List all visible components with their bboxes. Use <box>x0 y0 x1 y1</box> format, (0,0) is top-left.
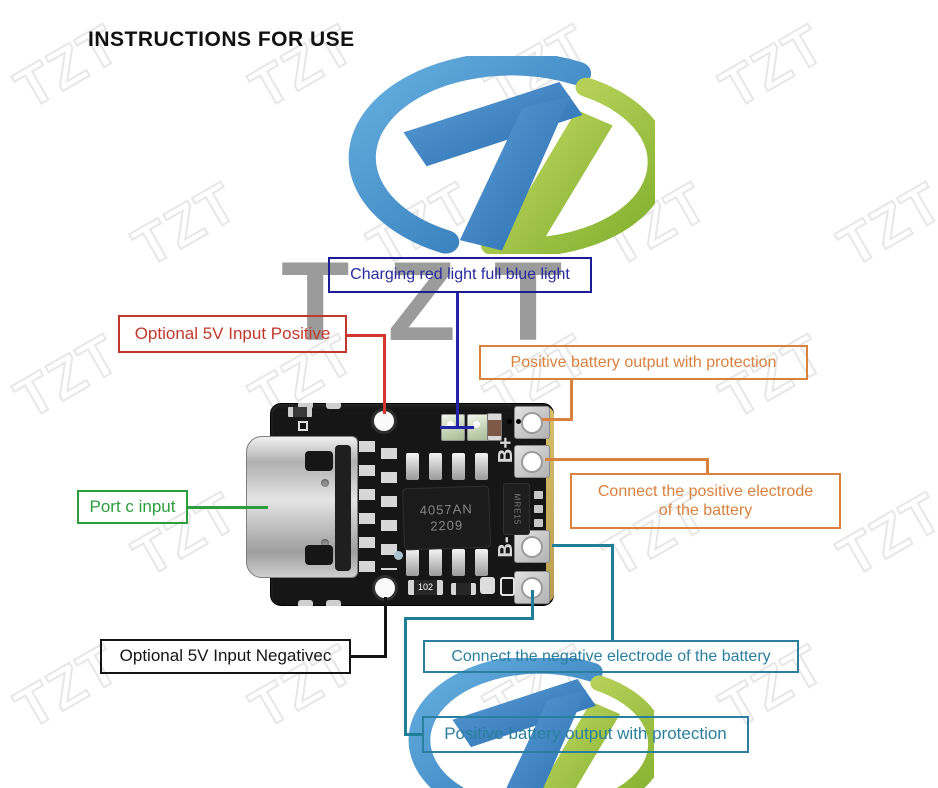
connect-positive-leader-line <box>545 458 709 461</box>
castellation-pad <box>298 600 313 606</box>
pad-b-minus <box>514 530 550 563</box>
output-protection-bottom-leader-line <box>404 617 534 620</box>
smd-component <box>451 583 476 595</box>
callout-5v-input-positive: Optional 5V Input Positive <box>118 315 347 353</box>
pad-hole <box>523 413 541 432</box>
tzt-watermark-large: TZT <box>281 239 601 364</box>
callout-battery-output-protection-top-text: Positive battery output with protection <box>510 353 777 371</box>
callout-charging-text: Charging red light full blue light <box>350 266 570 284</box>
usb-c-pins <box>359 441 375 583</box>
callout-port-c-input: Port c input <box>77 490 188 524</box>
pcb-gold-edge <box>546 407 554 602</box>
pcb-module: B+ B- 4057AN 2209 MRE15 102 <box>246 403 558 609</box>
castellation-pad <box>326 600 341 606</box>
resistor <box>487 413 502 441</box>
output-protection-top-leader-line <box>570 380 573 421</box>
mounting-hole-5v-negative <box>375 578 395 598</box>
ic-pin <box>452 453 465 480</box>
protection-ic: MRE15 <box>503 483 530 535</box>
charging-leader-line <box>456 293 459 427</box>
protection-ic-marking: MRE15 <box>512 493 521 525</box>
callout-5v-input-negative: Optional 5V Input Negativec <box>100 639 351 674</box>
callout-connect-negative-electrode: Connect the negative electrode of the ba… <box>423 640 799 673</box>
charger-ic: 4057AN 2209 <box>401 485 492 551</box>
usb-c-port <box>246 436 358 578</box>
via-dot <box>516 419 521 424</box>
smd-pad <box>534 519 543 527</box>
callout-connect-positive-line1: Connect the positive electrode <box>597 482 814 500</box>
callout-connect-positive-line2: of the battery <box>658 502 753 519</box>
castellation-pad <box>298 403 313 409</box>
pad-hole <box>523 578 541 597</box>
usb-c-latch <box>305 451 333 471</box>
usb-c-latch <box>305 545 333 565</box>
connect-negative-leader-line <box>552 544 614 547</box>
silkscreen-battery-fill <box>480 577 495 594</box>
callout-connect-negative-text: Connect the negative electrode of the ba… <box>451 647 771 665</box>
ic-pin <box>452 549 465 576</box>
pad-hole <box>523 452 541 471</box>
usb-c-pins <box>381 448 397 570</box>
page-title: INSTRUCTIONS FOR USE <box>88 28 355 51</box>
smd-pad <box>534 491 543 499</box>
ic-pin <box>406 549 419 576</box>
callout-battery-output-protection-top: Positive battery output with protection <box>479 345 808 380</box>
output-protection-bottom-leader-line <box>531 590 534 619</box>
via-dot <box>507 419 512 424</box>
smd-pad <box>534 505 543 513</box>
pad-b-plus <box>514 445 550 478</box>
charging-leader-tip <box>440 426 474 429</box>
callout-battery-output-protection-bottom: Positive battery output with protection <box>422 716 749 753</box>
callout-connect-positive-electrode: Connect the positive electrode of the ba… <box>570 473 841 529</box>
usb-c-slot <box>335 445 351 571</box>
ic-marking-line2: 2209 <box>430 517 464 534</box>
input-negative-leader-line <box>350 655 387 658</box>
callout-5v-input-negative-text: Optional 5V Input Negativec <box>119 646 332 666</box>
ic-marking-line1: 4057AN <box>419 500 473 518</box>
input-positive-leader-line <box>347 334 385 337</box>
ic-pin <box>429 453 442 480</box>
input-negative-leader-line <box>384 597 387 658</box>
output-protection-bottom-leader-line <box>404 617 407 736</box>
callout-port-c-input-text: Port c input <box>89 496 176 516</box>
silkscreen-battery-icon <box>500 577 515 596</box>
output-protection-bottom-leader-line <box>404 733 424 736</box>
usb-c-dimple <box>321 479 329 487</box>
via-pad <box>394 551 403 560</box>
output-protection-top-leader-line <box>542 418 573 421</box>
castellation-pad <box>326 403 341 409</box>
port-c-leader-line <box>188 506 268 509</box>
pad-hole <box>523 537 541 556</box>
tzt-logo <box>333 56 655 254</box>
mounting-hole-5v-positive <box>374 411 394 431</box>
resistor-102-marking: 102 <box>417 582 434 592</box>
ic-pin <box>475 549 488 576</box>
callout-charging-indicator: Charging red light full blue light <box>328 257 592 293</box>
smd-component <box>288 407 312 417</box>
connect-negative-leader-line <box>611 544 614 642</box>
ic-pin <box>429 549 442 576</box>
usb-c-dimple <box>321 539 329 547</box>
input-positive-leader-line <box>383 334 386 414</box>
callout-5v-input-positive-text: Optional 5V Input Positive <box>134 323 331 343</box>
ic-pin <box>406 453 419 480</box>
connect-positive-leader-line <box>706 458 709 475</box>
resistor-102: 102 <box>408 580 443 595</box>
ic-pin <box>475 453 488 480</box>
silkscreen-square <box>298 421 308 431</box>
callout-battery-output-protection-bottom-text: Positive battery output with protection <box>444 724 727 744</box>
